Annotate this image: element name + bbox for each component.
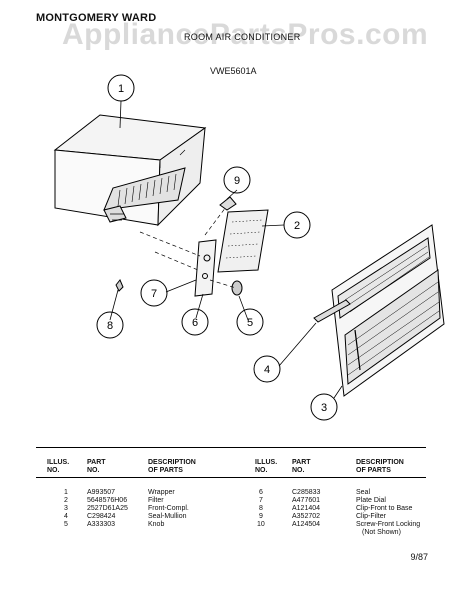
plate-dial-drawing bbox=[194, 239, 217, 297]
callout-2-label: 2 bbox=[294, 220, 300, 232]
table-cell: 3 bbox=[64, 505, 68, 512]
callout-9 bbox=[223, 166, 251, 194]
callout-4 bbox=[253, 355, 281, 383]
front-panel-drawing bbox=[331, 224, 445, 397]
table-cell: A121404 bbox=[292, 505, 321, 512]
callout-5-label: 5 bbox=[247, 317, 253, 329]
table-cell: Clip-Filter bbox=[356, 513, 386, 520]
callout-3-label: 3 bbox=[321, 402, 327, 414]
callout-1-label: 1 bbox=[118, 83, 124, 95]
table-cell: Knob bbox=[148, 521, 165, 528]
model-number: VWE5601A bbox=[210, 66, 257, 76]
table-cell: Plate Dial bbox=[356, 497, 386, 504]
document-subtitle: ROOM AIR CONDITIONER bbox=[184, 32, 301, 42]
table-cell: 5 bbox=[64, 521, 68, 528]
callout-7-label: 7 bbox=[151, 288, 157, 300]
exploded-parts-diagram: 1 2 3 4 5 6 7 8 9 bbox=[53, 74, 445, 421]
table-cell: Clip-Front to Base bbox=[356, 505, 413, 512]
table-cell: 7 bbox=[259, 497, 263, 504]
table-cell: Seal-Mullion bbox=[148, 513, 187, 520]
header-illus-right: ILLUS. NO. bbox=[255, 459, 278, 474]
callout-2 bbox=[283, 211, 311, 239]
callout-3 bbox=[310, 393, 338, 421]
header-description-left: DESCRIPTION OF PARTS bbox=[148, 459, 196, 474]
filter-panel-drawing bbox=[217, 209, 269, 273]
header-part-right: PART NO. bbox=[292, 459, 311, 474]
table-cell: Filter bbox=[148, 497, 164, 504]
seal-mullion-drawing bbox=[313, 299, 351, 323]
table-header-rule bbox=[36, 477, 426, 478]
table-cell: Front-Compl. bbox=[148, 505, 189, 512]
table-cell: A124504 bbox=[292, 521, 321, 528]
table-cell: C298424 bbox=[87, 513, 116, 520]
filter-clip-drawing bbox=[219, 196, 237, 211]
table-cell: C285833 bbox=[292, 489, 321, 496]
table-cell: 8 bbox=[259, 505, 263, 512]
callout-6 bbox=[181, 308, 209, 336]
callout-1 bbox=[107, 74, 135, 102]
page-number: 9/87 bbox=[410, 552, 428, 562]
cabinet-wrapper-drawing bbox=[53, 114, 207, 227]
table-cell: 9 bbox=[259, 513, 263, 520]
table-cell: A477601 bbox=[292, 497, 321, 504]
watermark: AppliancePartsPros.com bbox=[62, 18, 429, 51]
callout-9-label: 9 bbox=[234, 175, 240, 187]
table-cell: A993507 bbox=[87, 489, 116, 496]
header-part-left: PART NO. bbox=[87, 459, 106, 474]
table-cell: 2527D61A25 bbox=[87, 505, 128, 512]
header-description-right: DESCRIPTION OF PARTS bbox=[356, 459, 404, 474]
callout-8 bbox=[96, 311, 124, 339]
brand-name: MONTGOMERY WARD bbox=[36, 12, 157, 24]
callout-6-label: 6 bbox=[192, 317, 198, 329]
table-cell: 10 bbox=[257, 521, 265, 528]
callout-4-label: 4 bbox=[264, 364, 270, 376]
callout-5 bbox=[236, 308, 264, 336]
table-cell: 6 bbox=[259, 489, 263, 496]
base-clip-drawing bbox=[115, 279, 124, 292]
callout-8-label: 8 bbox=[107, 320, 113, 332]
table-cell: Wrapper bbox=[148, 489, 175, 496]
table-cell: 2 bbox=[64, 497, 68, 504]
table-top-rule bbox=[36, 447, 426, 448]
header-illus-left: ILLUS. NO. bbox=[47, 459, 70, 474]
table-cell: 4 bbox=[64, 513, 68, 520]
table-cell: Seal bbox=[356, 489, 371, 496]
table-cell: A352702 bbox=[292, 513, 321, 520]
table-cell: 5648576H06 bbox=[87, 497, 128, 504]
knob-drawing bbox=[231, 280, 243, 296]
table-cell: 1 bbox=[64, 489, 68, 496]
table-cell: Screw-Front Locking bbox=[356, 521, 421, 528]
callout-7 bbox=[140, 279, 168, 307]
table-cell: A333303 bbox=[87, 521, 116, 528]
not-shown-note: (Not Shown) bbox=[362, 529, 401, 536]
